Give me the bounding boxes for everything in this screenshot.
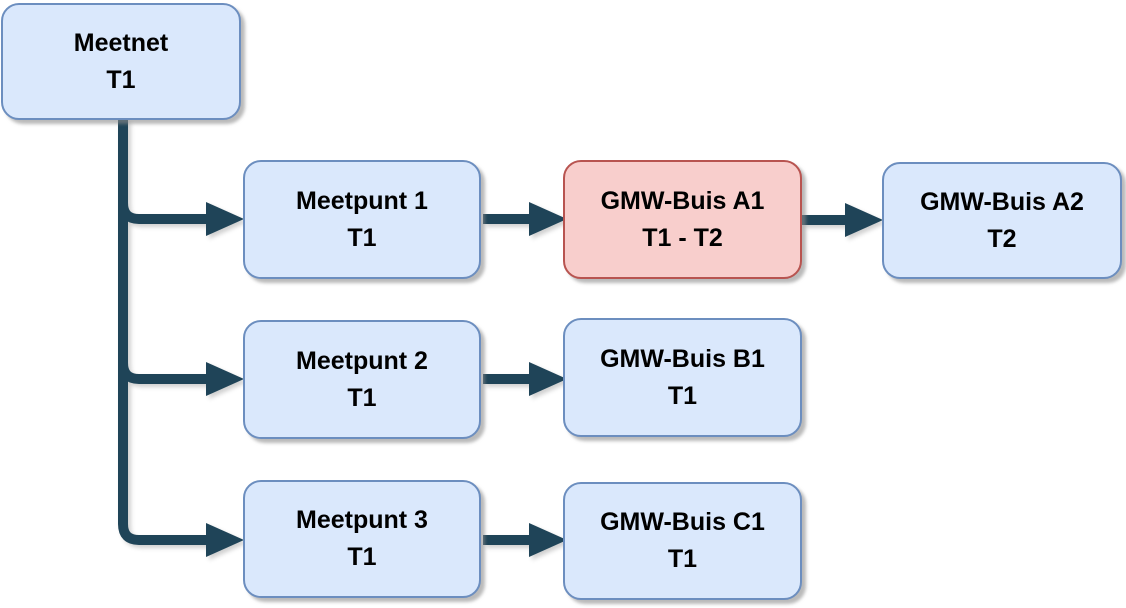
arrow-meetpunt3-to-c1	[483, 523, 567, 557]
node-meetpunt-1[interactable]: Meetpunt 1 T1	[243, 160, 481, 279]
node-subtitle: T2	[987, 224, 1017, 253]
node-gmw-buis-a2[interactable]: GMW-Buis A2 T2	[882, 162, 1122, 279]
node-title: GMW-Buis B1	[600, 344, 765, 373]
arrow-meetpunt2-to-b1	[483, 362, 567, 396]
node-gmw-buis-a1[interactable]: GMW-Buis A1 T1 - T2	[563, 160, 802, 279]
node-subtitle: T1	[347, 383, 377, 412]
node-subtitle: T1	[667, 545, 698, 573]
node-gmw-buis-c1[interactable]: GMW-Buis C1 T1	[563, 482, 802, 600]
node-title: GMW-Buis A2	[920, 187, 1084, 216]
node-subtitle: T1	[347, 223, 377, 252]
node-title: GMW-Buis C1	[600, 508, 765, 536]
node-meetpunt-3[interactable]: Meetpunt 3 T1	[243, 480, 481, 598]
node-title: Meetnet	[73, 28, 169, 57]
node-subtitle: T1	[347, 543, 377, 571]
node-title: GMW-Buis A1	[600, 186, 765, 215]
node-meetnet[interactable]: Meetnet T1	[1, 3, 241, 120]
node-subtitle: T1	[106, 65, 136, 94]
node-meetpunt-2[interactable]: Meetpunt 2 T1	[243, 320, 481, 439]
node-subtitle: T1 - T2	[642, 223, 723, 252]
arrow-a1-to-a2	[802, 203, 883, 237]
node-title: Meetpunt 3	[296, 506, 428, 534]
tree-connector-meetnet-branches	[118, 119, 244, 557]
node-title: Meetpunt 2	[296, 346, 428, 375]
node-gmw-buis-b1[interactable]: GMW-Buis B1 T1	[563, 318, 802, 437]
node-title: Meetpunt 1	[296, 186, 428, 215]
arrow-meetpunt1-to-a1	[483, 202, 567, 236]
node-subtitle: T1	[667, 381, 698, 410]
